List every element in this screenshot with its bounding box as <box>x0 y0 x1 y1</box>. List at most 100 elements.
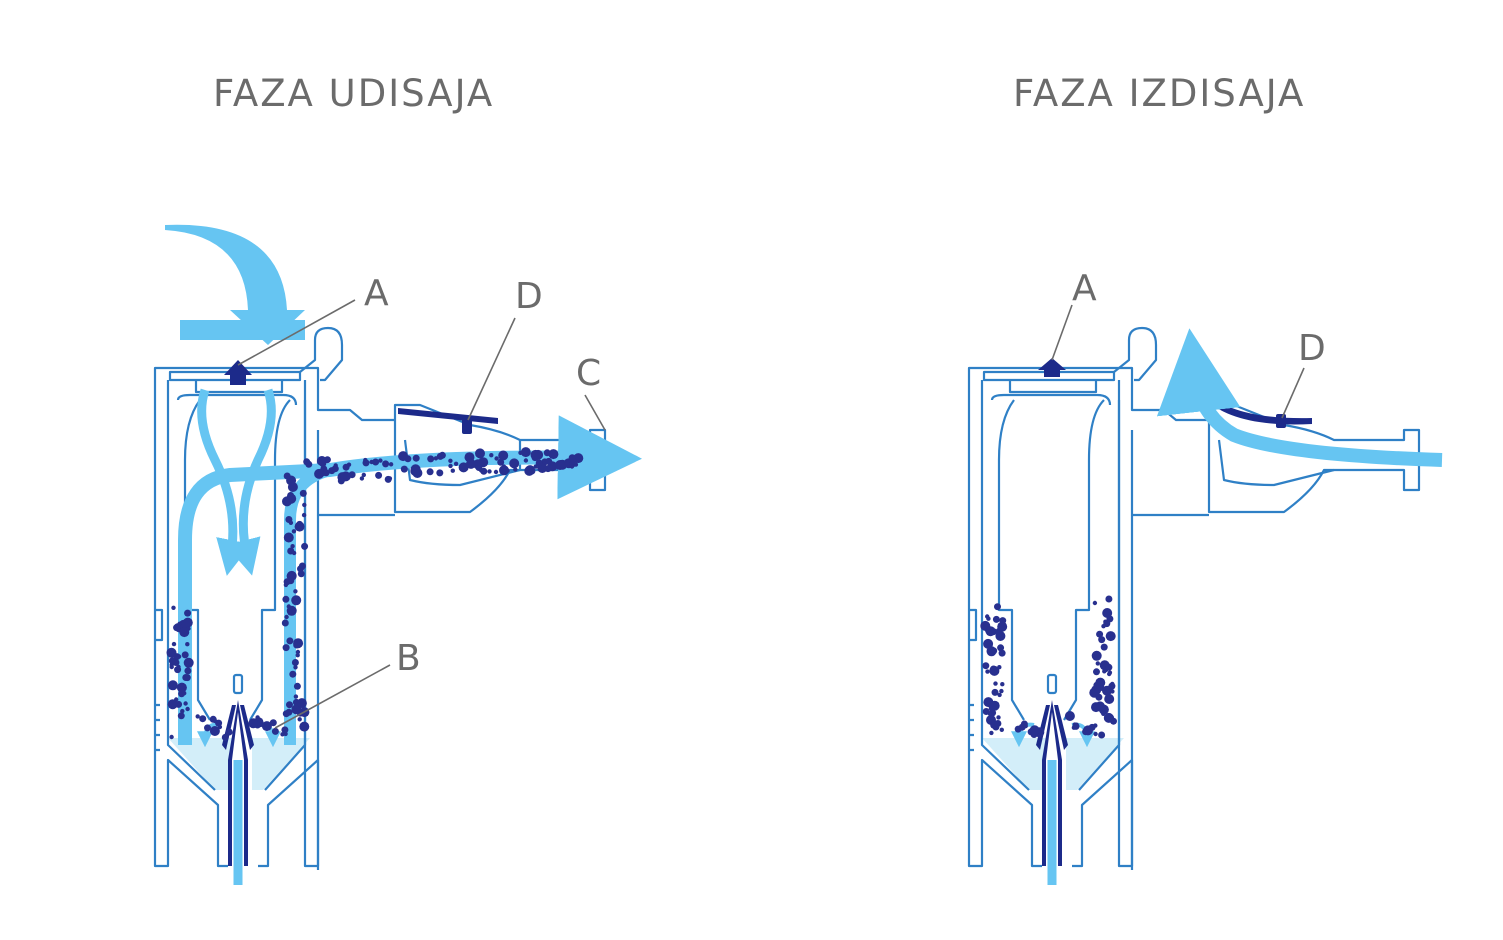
aerosol-particle <box>513 467 518 472</box>
aerosol-particle <box>1105 595 1113 603</box>
aerosol-particle <box>337 477 345 485</box>
aerosol-particle <box>464 454 472 462</box>
aerosol-particle <box>199 715 207 723</box>
aerosol-particle <box>177 621 182 626</box>
aerosol-particle <box>221 733 229 741</box>
aerosol-particle <box>295 653 300 658</box>
aerosol-particle <box>293 694 299 699</box>
leader-d <box>467 317 516 421</box>
aerosol-particle <box>182 674 190 681</box>
aerosol-particle <box>291 595 302 606</box>
aerosol-particle <box>293 638 304 649</box>
label-a-exh: A <box>1072 268 1097 309</box>
aerosol-particle <box>1083 725 1093 736</box>
aerosol-particle <box>1037 733 1042 738</box>
aerosol-particle <box>375 471 383 479</box>
valve-d-stem <box>462 418 472 434</box>
inhalation-title: FAZA UDISAJA <box>213 72 495 115</box>
aerosol-particle <box>301 512 307 518</box>
aerosol-particle <box>271 727 279 735</box>
aerosol-particle <box>497 458 505 466</box>
air-stream-right <box>225 388 276 576</box>
aerosol-particle <box>994 603 1001 611</box>
aerosol-particle <box>248 718 259 729</box>
aerosol-particle <box>573 462 579 467</box>
aerosol-particle <box>282 710 290 718</box>
aerosol-particle <box>183 701 188 706</box>
aerosol-particle <box>436 452 444 460</box>
label-d: D <box>515 276 543 317</box>
aerosol-particle <box>176 682 187 693</box>
aerosol-particle <box>185 706 190 712</box>
aerosol-particle <box>225 728 233 736</box>
aerosol-particle <box>295 649 301 655</box>
aerosol-particle <box>261 721 272 732</box>
aerosol-particle <box>269 719 277 727</box>
aerosol-particle <box>548 449 559 460</box>
aerosol-particle <box>1095 693 1103 701</box>
aerosol-particle <box>498 450 509 461</box>
aerosol-particle <box>183 657 194 668</box>
aerosol-particle <box>319 460 327 467</box>
aerosol-particle <box>331 465 339 473</box>
aerosol-particle <box>1107 671 1112 677</box>
aerosol-particle <box>1102 608 1113 618</box>
aerosol-particle <box>256 720 264 728</box>
aerosol-particle <box>1110 681 1115 687</box>
aerosol-particle <box>487 469 492 474</box>
aerosol-particle <box>322 469 330 477</box>
aerosol-particle <box>1091 650 1102 661</box>
aerosol-particle <box>179 627 190 638</box>
aerosol-particle <box>281 726 289 734</box>
aerosol-particle <box>436 469 444 477</box>
aerosol-particle <box>173 624 181 632</box>
aerosol-particle <box>987 711 993 717</box>
aerosol-particle <box>477 453 483 458</box>
aerosol-particle <box>287 577 295 585</box>
aerosol-particle <box>282 496 292 507</box>
aerosol-particle <box>999 688 1004 694</box>
aerosol-particle <box>453 461 459 466</box>
aerosol-particle <box>286 637 294 645</box>
aerosol-particle <box>1095 701 1105 712</box>
aerosol-particle <box>288 549 293 555</box>
aerosol-particle <box>342 463 350 471</box>
exhaled-air-arrow <box>1156 328 1443 467</box>
aerosol-particles <box>166 447 584 741</box>
aerosol-particle <box>177 712 185 720</box>
aerosol-particle <box>1072 722 1080 730</box>
aerosol-particle <box>985 669 990 674</box>
aerosol-particle <box>1095 661 1100 666</box>
aerosol-particle <box>535 459 543 467</box>
leader-a-exh <box>1051 304 1073 361</box>
aerosol-particle <box>1095 677 1106 688</box>
aerosol-particle <box>283 472 291 480</box>
aerosol-particle <box>174 697 179 702</box>
aerosol-particle <box>545 457 553 465</box>
aerosol-particle <box>378 458 383 463</box>
aerosol-particle <box>184 667 192 675</box>
aerosol-particle <box>520 447 531 458</box>
exhalation-panel: A D <box>967 268 1443 885</box>
aerosol-particle <box>992 615 1000 623</box>
aerosol-particle <box>1101 624 1106 629</box>
aerosol-particle <box>475 464 483 471</box>
aerosol-particle <box>1100 643 1108 651</box>
aerosol-particle <box>450 468 455 473</box>
aerosol-particle <box>998 649 1006 657</box>
aerosol-particle <box>212 718 218 724</box>
aerosol-particle <box>533 464 538 469</box>
aerosol-particle <box>291 659 299 666</box>
aerosol-particle <box>284 614 289 620</box>
aerosol-particle <box>283 731 288 737</box>
aerosol-particle <box>1093 668 1100 676</box>
aerosol-particle <box>480 467 488 475</box>
aerosol-particle <box>1093 731 1098 737</box>
aerosol-particle <box>555 460 566 470</box>
aerosol-particle <box>1096 630 1104 638</box>
aerosol-particle <box>296 698 307 709</box>
aerosol-particle <box>305 460 313 468</box>
inhalation-panel: A D C B <box>153 224 642 885</box>
exhalation-device <box>967 326 1211 872</box>
aerosol-particle <box>494 456 499 461</box>
